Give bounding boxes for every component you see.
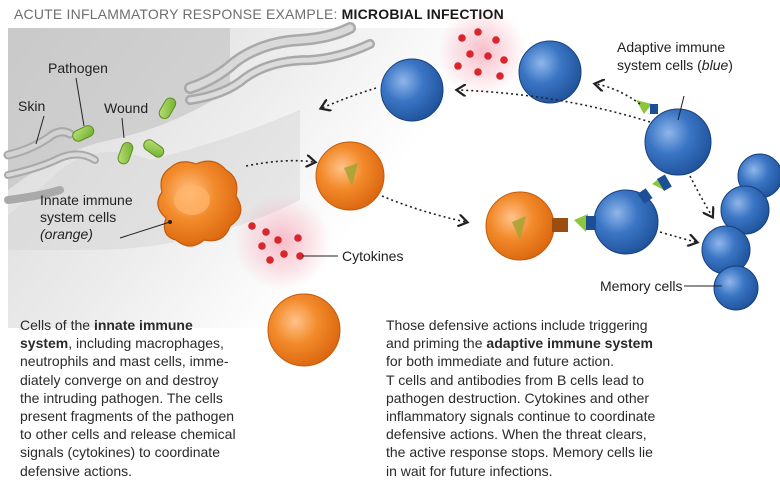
right-l3: for both immediate and future action. [386, 353, 615, 370]
skin [3, 22, 375, 204]
title-main: MICROBIAL INFECTION [341, 6, 504, 22]
orange-cell-bottom [267, 293, 341, 367]
right-l2b: adaptive immune system [486, 335, 653, 352]
right-l1: Those defensive actions include triggeri… [386, 317, 648, 333]
right-l2a: and priming the [386, 335, 487, 352]
dotted-arrows [245, 84, 712, 242]
left-l1b: innate immune [93, 317, 193, 333]
left-paragraph: Cells of the innate immune system, inclu… [20, 316, 280, 480]
left-l8: signals (cytokines) to coordinate [20, 444, 220, 461]
blue-cells [380, 40, 780, 311]
label-adaptive-cells: Adaptive immune system cells (blue) [617, 38, 733, 74]
label-innate-line3: (orange) [40, 226, 93, 242]
left-l5: the intruding pathogen. The cells [20, 389, 223, 406]
label-cytokines: Cytokines [342, 248, 404, 264]
label-skin: Skin [18, 98, 46, 114]
adaptive-line2-italic: blue [701, 57, 729, 73]
right-l4: T cells and antibodies from B cells lead… [386, 371, 645, 388]
right-l6: inflammatory signals continue to coordin… [386, 408, 656, 425]
cytokine-dots-top [454, 28, 508, 80]
left-l2b: , including macrophages, [68, 335, 224, 352]
orange-cell-middle [315, 141, 385, 211]
label-wound: Wound [104, 100, 149, 116]
left-l2a: system [20, 335, 69, 352]
left-l3: neutrophils and mast cells, imme- [20, 353, 229, 370]
label-adaptive-line2: system cells (blue) [617, 56, 733, 74]
label-innate-line1: Innate immune [40, 192, 133, 208]
adaptive-line2-prefix: system cells ( [617, 57, 702, 73]
label-innate-line2: system cells [40, 209, 117, 225]
title-prefix: ACUTE INFLAMMATORY RESPONSE EXAMPLE: [14, 6, 342, 22]
label-memory-cells: Memory cells [600, 278, 683, 294]
right-l5: pathogen destruction. Cytokines and othe… [386, 389, 650, 406]
cytokine-dots-left [248, 222, 304, 264]
left-l4: diately converge on and destroy [20, 371, 219, 388]
left-l9: defensive actions. [20, 462, 133, 479]
right-l8: the active response stops. Memory cells … [386, 444, 653, 461]
left-l7: to other cells and release chemical [20, 426, 236, 443]
tissue-area [8, 28, 230, 190]
right-l9: in wait for future infections. [386, 462, 553, 479]
receptors [574, 100, 672, 232]
page-title: ACUTE INFLAMMATORY RESPONSE EXAMPLE: MIC… [14, 6, 504, 22]
label-innate-cells: Innate immune system cells (orange) [40, 192, 133, 243]
orange-cell-right [485, 191, 568, 261]
adaptive-line2-suffix: ) [728, 57, 733, 73]
left-l6: present fragments of the pathogen [20, 408, 235, 425]
label-pathogen: Pathogen [48, 60, 108, 76]
right-l7: defensive actions. When the threat clear… [386, 426, 647, 443]
left-l1a: Cells of the [20, 317, 94, 333]
label-adaptive-line1: Adaptive immune [617, 39, 726, 55]
right-paragraph: Those defensive actions include triggeri… [386, 316, 716, 480]
